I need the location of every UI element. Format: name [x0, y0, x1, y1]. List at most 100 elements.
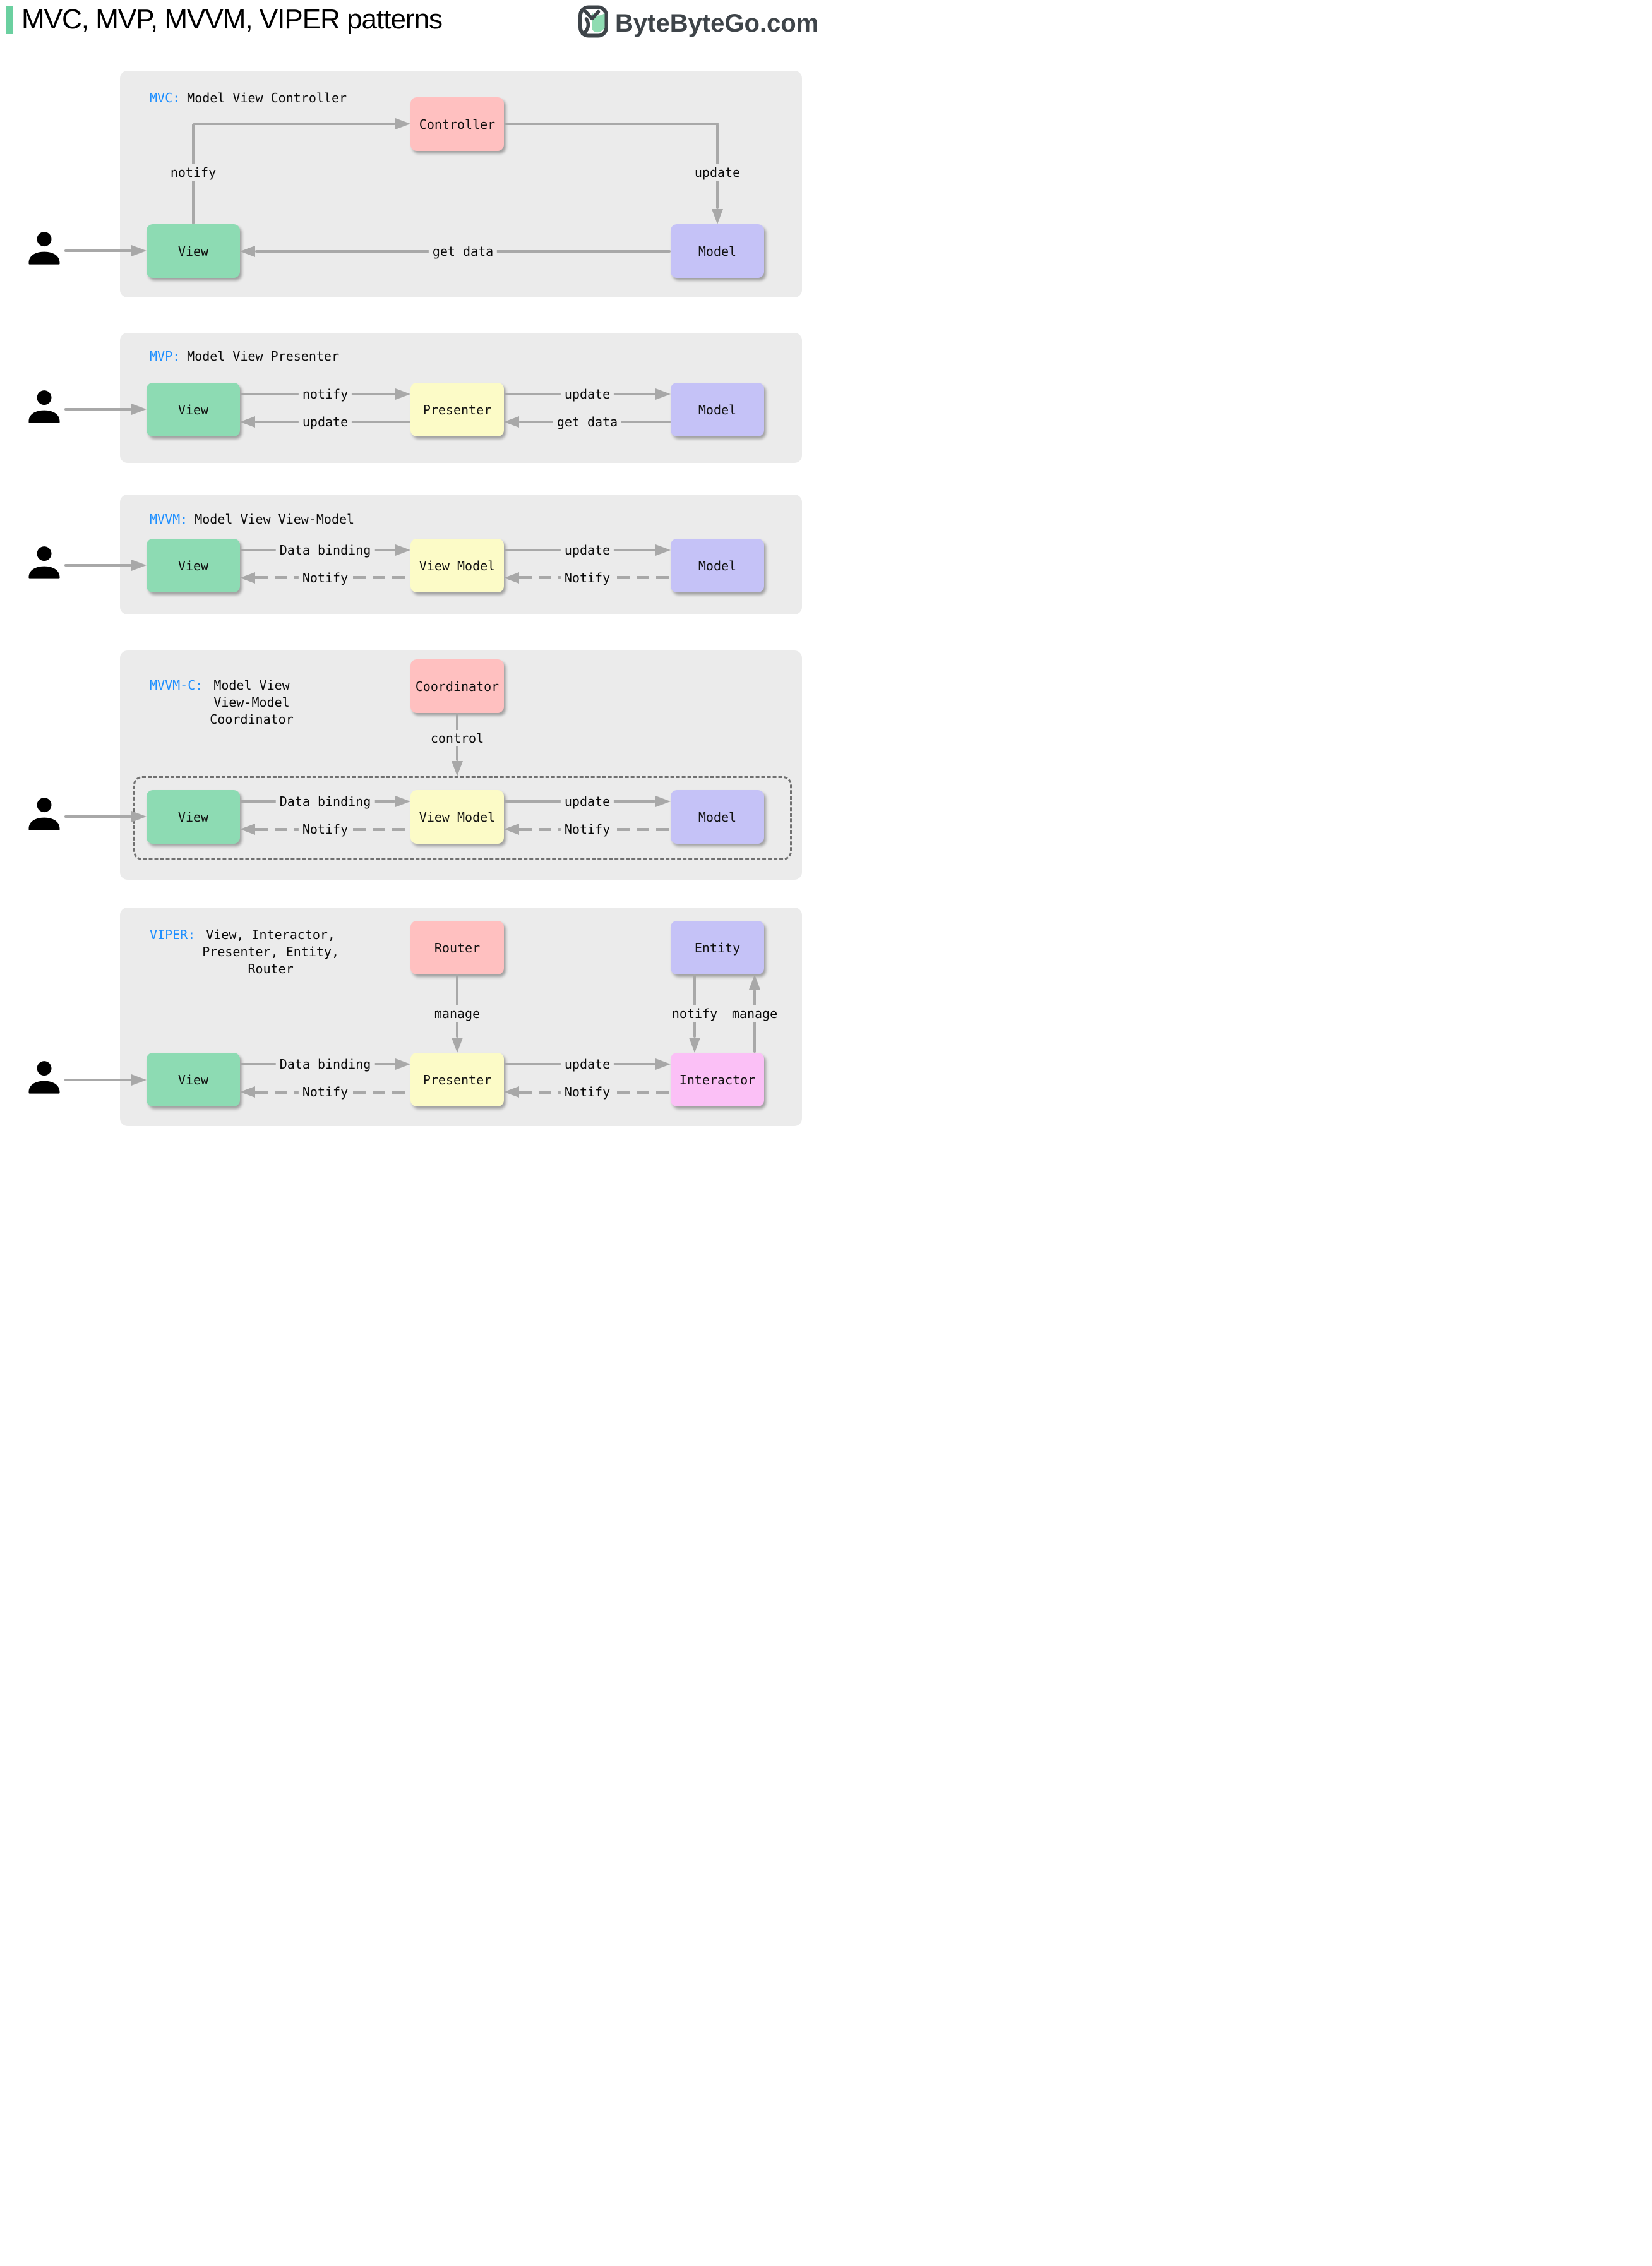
- arrow-label-control: control: [426, 730, 488, 746]
- box-label: Coordinator: [415, 678, 500, 694]
- arrow-label-update: update: [560, 542, 614, 558]
- box-view: View: [147, 1053, 240, 1106]
- box-model: Model: [671, 383, 764, 436]
- box-label: Controller: [419, 116, 496, 132]
- panel-mvvmc: MVVM-C: Model View View-Model Coordinato…: [120, 650, 802, 880]
- arrow-label-notify: Notify: [298, 821, 352, 837]
- user-arrow-line: [64, 408, 131, 411]
- box-label: Model: [698, 402, 737, 417]
- box-model: Model: [671, 224, 764, 278]
- arrowhead-right-icon: [655, 1058, 671, 1070]
- arrowhead-right-icon: [395, 1058, 410, 1070]
- arrow-label-notify: notify: [166, 164, 220, 181]
- box-view: View: [147, 790, 240, 844]
- arrowhead-down-icon: [452, 761, 463, 776]
- arrow-label-update: update: [560, 1056, 614, 1072]
- page-title: MVC, MVP, MVVM, VIPER patterns: [21, 4, 443, 35]
- box-label: Presenter: [422, 402, 492, 417]
- arrow-label-notify: Notify: [298, 570, 352, 586]
- arrowhead-left-icon: [504, 572, 519, 584]
- panel-mvc: MVC: Model View Controller Controller Vie…: [120, 71, 802, 297]
- box-view: View: [147, 224, 240, 278]
- arrow-label-update: update: [690, 164, 745, 181]
- arrow-label-notify: Notify: [560, 821, 614, 837]
- pattern-abbr: MVC:: [150, 90, 181, 105]
- arrowhead-left-icon: [240, 416, 255, 428]
- arrowhead-right-icon: [131, 1074, 147, 1086]
- arrow-label-manage: manage: [727, 1005, 782, 1022]
- arrowhead-right-icon: [131, 245, 147, 256]
- bytebytego-logo: ByteByteGo.com: [578, 5, 818, 41]
- pattern-title-line: View-Model: [213, 695, 290, 710]
- person-icon: [24, 543, 64, 583]
- arrow-label-notify: Notify: [560, 1084, 614, 1100]
- arrow-label-data-binding: Data binding: [275, 542, 375, 558]
- arrowhead-right-icon: [395, 544, 410, 556]
- user-arrow-line: [64, 249, 131, 252]
- user-arrow-line: [64, 815, 131, 818]
- pattern-title: Model View View-Model: [195, 512, 355, 527]
- arrowhead-right-icon: [655, 544, 671, 556]
- box-controller: Controller: [410, 97, 504, 151]
- box-label: Router: [434, 940, 481, 956]
- person-icon: [24, 228, 64, 268]
- user-arrow-line: [64, 1079, 131, 1081]
- arrowhead-up-icon: [749, 974, 760, 990]
- arrowhead-left-icon: [240, 572, 255, 584]
- person-icon: [24, 387, 64, 427]
- arrowhead-down-icon: [452, 1038, 463, 1053]
- box-model: Model: [671, 790, 764, 844]
- box-label: View: [177, 1072, 209, 1088]
- panel-mvc-title: MVC: Model View Controller: [150, 90, 347, 107]
- box-label: View: [177, 402, 209, 417]
- arrowhead-down-icon: [712, 209, 723, 224]
- pattern-title-line: View, Interactor,: [206, 927, 335, 942]
- box-entity: Entity: [671, 921, 764, 974]
- arrow-label-manage: manage: [430, 1005, 484, 1022]
- logo-text: ByteByteGo.com: [615, 9, 819, 37]
- pattern-title-line: Presenter, Entity,: [202, 944, 339, 959]
- arrow-label-notify: Notify: [560, 570, 614, 586]
- arrow-label-data-binding: Data binding: [275, 1056, 375, 1072]
- arrowhead-right-icon: [655, 796, 671, 807]
- box-view-model: View Model: [410, 790, 504, 844]
- panel-mvvm-title: MVVM:Model View View-Model: [150, 511, 354, 528]
- panel-mvp: MVP:Model View Presenter View Presenter …: [120, 333, 802, 463]
- box-coordinator: Coordinator: [410, 659, 504, 713]
- user-arrow-line: [64, 564, 131, 566]
- pattern-abbr: VIPER:: [150, 927, 196, 942]
- pattern-title-line: Router: [248, 961, 294, 976]
- panel-viper-title: VIPER: View, Interactor, Presenter, Enti…: [150, 926, 339, 978]
- pattern-title: Model View Presenter: [187, 349, 339, 364]
- arrowhead-right-icon: [395, 388, 410, 400]
- person-icon: [24, 1057, 64, 1098]
- arrowhead-right-icon: [131, 404, 147, 415]
- arrowhead-left-icon: [504, 1086, 519, 1098]
- box-label: Interactor: [679, 1072, 756, 1088]
- arrowhead-left-icon: [504, 416, 519, 428]
- box-label: Model: [698, 809, 737, 825]
- arrow-label-update: update: [560, 793, 614, 810]
- arrowhead-left-icon: [504, 824, 519, 835]
- box-presenter: Presenter: [410, 383, 504, 436]
- box-label: View Model: [419, 809, 496, 825]
- arrow-label-notify: notify: [667, 1005, 722, 1022]
- panel-viper: VIPER: View, Interactor, Presenter, Enti…: [120, 908, 802, 1126]
- arrowhead-right-icon: [131, 560, 147, 571]
- box-presenter: Presenter: [410, 1053, 504, 1106]
- box-model: Model: [671, 539, 764, 592]
- pattern-abbr: MVVM-C:: [150, 678, 203, 693]
- box-label: Model: [698, 243, 737, 259]
- arrow-notify-hline: [193, 123, 395, 125]
- box-label: View Model: [419, 558, 496, 573]
- arrow-update-hline: [504, 123, 719, 125]
- pattern-title: Model View Controller: [187, 90, 347, 105]
- arrowhead-right-icon: [395, 118, 410, 129]
- box-label: Model: [698, 558, 737, 573]
- arrow-label-update: update: [298, 414, 352, 430]
- arrow-label-notify: notify: [298, 386, 352, 402]
- panel-mvvmc-title: MVVM-C: Model View View-Model Coordinato…: [150, 677, 294, 728]
- arrow-label-update: update: [560, 386, 614, 402]
- box-label: Entity: [694, 940, 741, 956]
- arrow-label-get-data: get data: [553, 414, 622, 430]
